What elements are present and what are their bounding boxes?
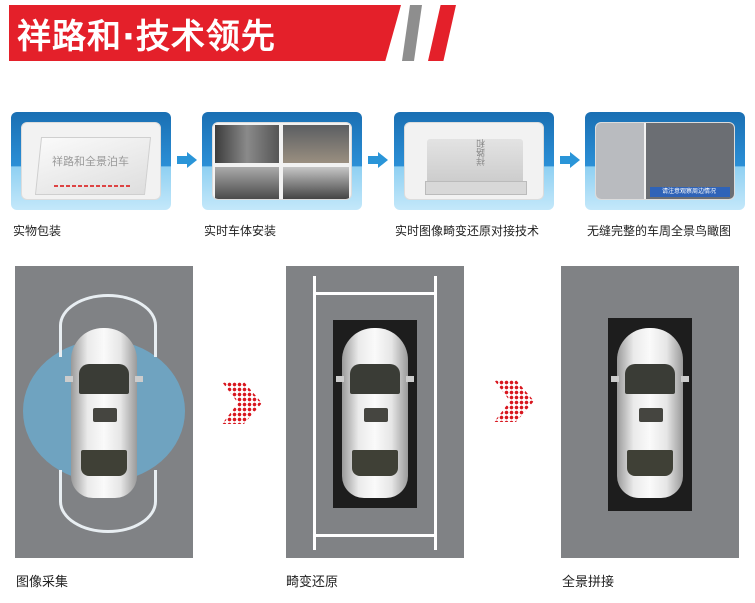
stage-label-capture: 图像采集 (16, 575, 69, 590)
photo-rear-emblem (283, 125, 349, 163)
stage-label-correction: 畸变还原 (286, 575, 339, 590)
step-label-device: 实时图像畸变还原对接技术 (395, 224, 540, 238)
birdview-top-view (596, 123, 644, 199)
header-banner: 祥路和·技术领先 (9, 5, 401, 61)
step-label-birdview: 无缝完整的车周全景鸟瞰图 (587, 224, 732, 238)
dotted-chevron-right-icon (222, 382, 262, 424)
birdview-screen: 请注意观察周边情况 (595, 122, 735, 200)
lane-line-bottom (313, 534, 437, 537)
device-image: 祥路和 (404, 122, 544, 200)
step-card-birdview: 请注意观察周边情况 (585, 112, 745, 210)
warning-bar: 请注意观察周边情况 (650, 187, 730, 197)
decorative-stripe-red (428, 5, 456, 61)
step-label-packaging: 实物包装 (13, 224, 62, 238)
lane-line-right (434, 276, 437, 550)
photo-side-mirror (215, 167, 279, 199)
installation-photos (212, 122, 352, 200)
car-top-view (336, 328, 414, 498)
device-brand-text: 祥路和 (477, 139, 487, 166)
packaging-image: 祥路和全景泊车 (21, 122, 161, 200)
banner-background (9, 5, 401, 61)
step-card-packaging: 祥路和全景泊车 (11, 112, 171, 210)
stage-panel-correction (286, 266, 464, 558)
photo-front-grille (215, 125, 279, 163)
control-unit (427, 139, 523, 189)
box-brand-text: 祥路和全景泊车 (52, 155, 129, 168)
box-stripe (54, 185, 132, 187)
stage-panel-capture (15, 266, 193, 558)
control-unit-ports (425, 181, 527, 195)
car-top-view (611, 328, 689, 498)
car-top-view (65, 328, 143, 498)
lane-line-left (313, 276, 316, 550)
rear-camera-arc (59, 470, 157, 533)
step-label-installation: 实时车体安装 (204, 224, 277, 238)
step-card-device: 祥路和 (394, 112, 554, 210)
stage-panel-stitching (561, 266, 739, 558)
page-title: 祥路和·技术领先 (17, 17, 276, 57)
front-camera-arc (59, 294, 157, 357)
lane-line-top (313, 292, 437, 295)
stage-label-stitching: 全景拼接 (562, 575, 615, 590)
step-card-installation (202, 112, 362, 210)
photo-dashboard-screen (283, 167, 349, 199)
decorative-stripe-grey (402, 5, 422, 61)
birdview-rear-camera (646, 123, 734, 199)
dotted-chevron-right-icon (494, 380, 534, 422)
